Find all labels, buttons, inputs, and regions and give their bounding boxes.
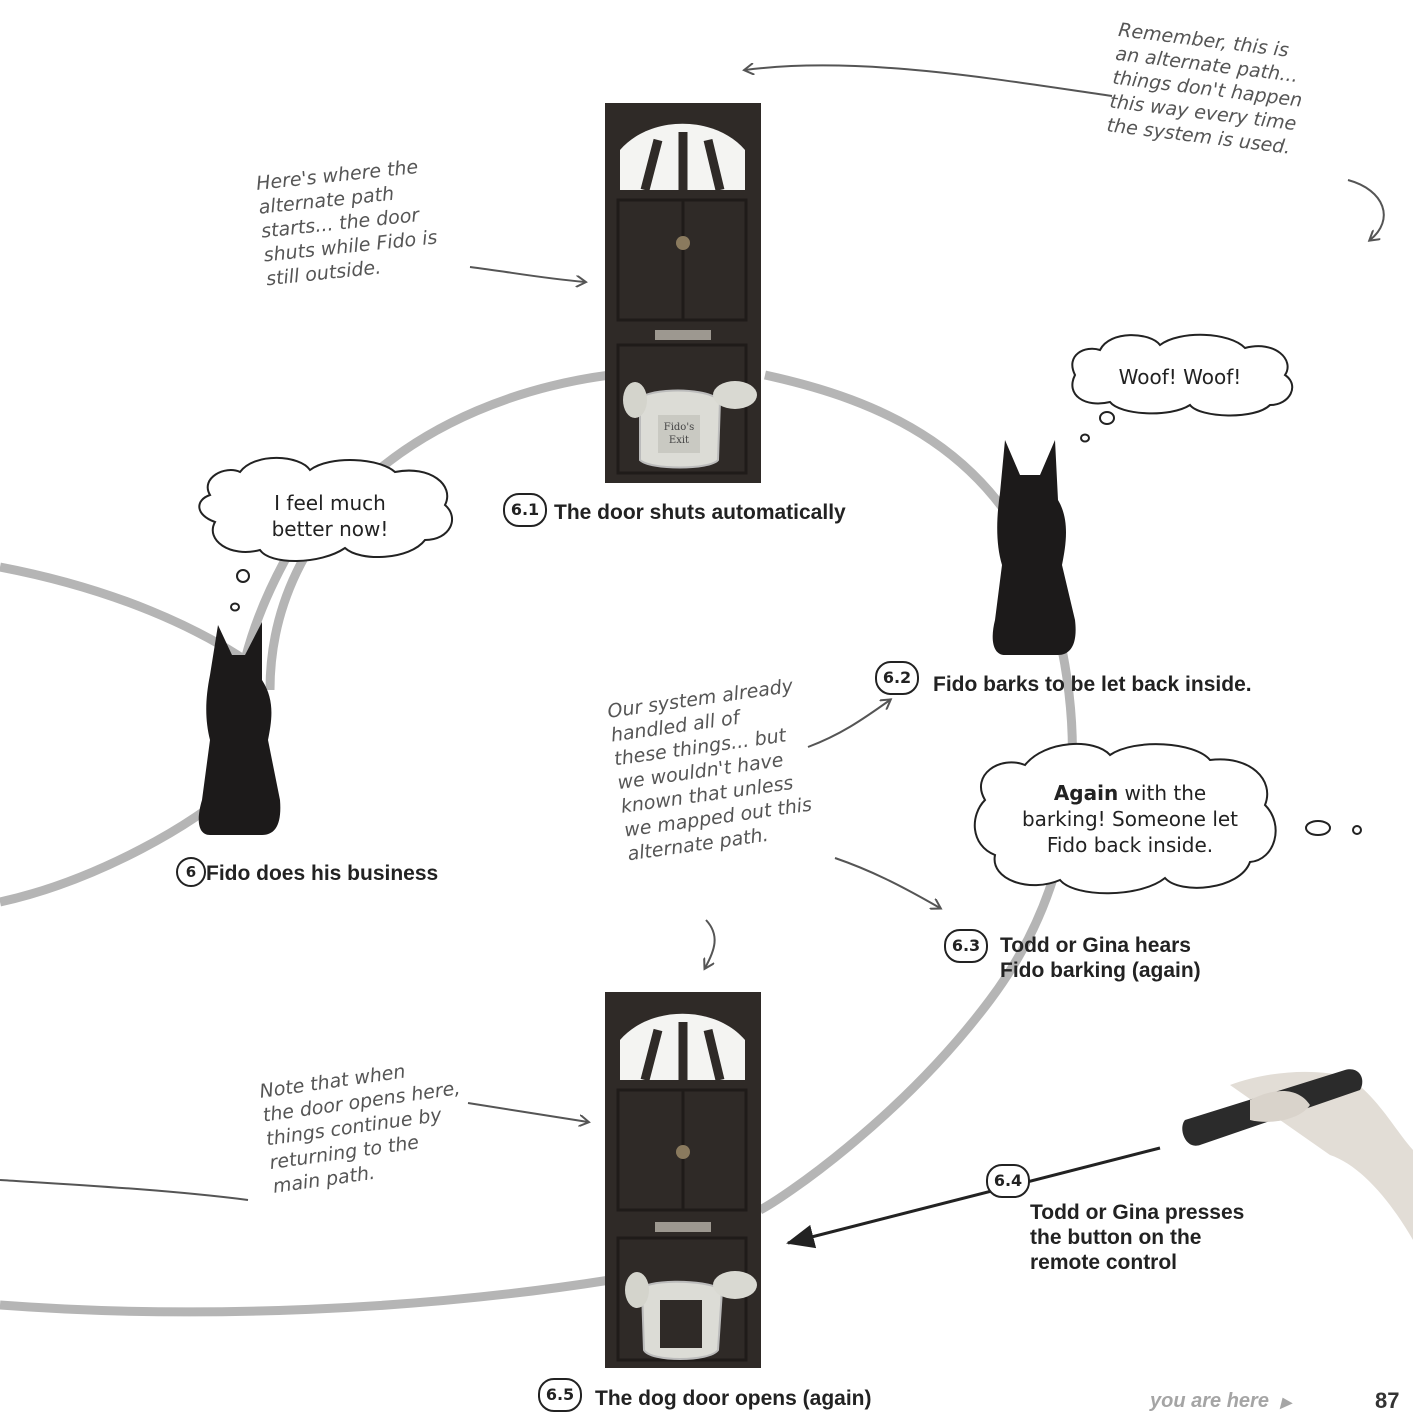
dog-fido-image [198, 622, 281, 835]
page-number: 87 [1375, 1388, 1400, 1413]
door-sign-line1: Fido's [664, 422, 694, 433]
bubble-again-text: Again with the barking! Someone let Fido… [995, 780, 1265, 858]
step-label-6-1: The door shuts automatically [554, 501, 846, 524]
bubble-better-dot-2 [230, 602, 240, 612]
you-are-here-link[interactable]: you are here ▶ [1150, 1390, 1291, 1413]
bubble-again-line-3: Fido back inside. [1046, 833, 1214, 857]
arrow-remote-to-door [786, 1146, 1161, 1249]
door-sign-line2: Exit [669, 435, 689, 446]
line-note-to-path [0, 1179, 249, 1201]
arrow-remember-to-door [745, 65, 1113, 97]
door-open-image [605, 992, 761, 1368]
arrow-remember-down [1347, 179, 1385, 240]
triangle-right-icon: ▶ [1280, 1394, 1292, 1410]
bubble-woof-shape [1071, 333, 1294, 417]
remote-control-image [1182, 1069, 1413, 1240]
arrow-note-to-door [467, 1102, 588, 1122]
bubble-again-shape [973, 742, 1277, 895]
bubble-again-dot-2 [1352, 825, 1362, 835]
step-badge-6-5: 6.5 [538, 1378, 582, 1412]
door-shut-image [605, 103, 761, 483]
step-label-6-4-line-3: remote control [1030, 1251, 1178, 1274]
step-label-6-2: Fido barks to be let back inside. [933, 673, 1252, 696]
step-badge-6-2: 6.2 [875, 661, 919, 695]
annotation-system: Our system already handled all of these … [606, 674, 817, 867]
bubble-better-dot-1 [236, 569, 250, 583]
annotation-remember: Remember, this is an alternate path... t… [1105, 18, 1309, 160]
bubble-better-text: I feel much better now! [225, 490, 435, 542]
bubble-again-dot-1 [1305, 820, 1331, 836]
step-badge-6-3: 6.3 [944, 929, 988, 963]
bubble-again-line-2: barking! Someone let [1021, 807, 1239, 831]
step-label-6-3-line-1: Todd or Gina hears [1000, 934, 1191, 957]
main-path-arc-lower [0, 1275, 611, 1317]
bubble-woof-text: Woof! Woof! [1118, 365, 1242, 389]
bubble-better-line-1: I feel much [274, 491, 386, 515]
dog-fido-barking-image [992, 440, 1076, 655]
step-label-6-5: The dog door opens (again) [595, 1387, 872, 1410]
you-are-here-text: you are here [1150, 1390, 1269, 1412]
main-path-arc-upper [0, 562, 248, 664]
annotation-here: Here's where the alternate path starts..… [255, 154, 441, 292]
bubble-again-bold: Again [1053, 781, 1119, 805]
step-label-6-3: Todd or Gina hears Fido barking (again) [1000, 933, 1201, 983]
bubble-better-line-2: better now! [271, 517, 389, 541]
step-label-6-4-line-1: Todd or Gina presses [1030, 1201, 1245, 1224]
arrow-system-down [705, 919, 716, 968]
step-label-6-4: Todd or Gina presses the button on the r… [1030, 1200, 1244, 1275]
step-label-6-4-line-2: the button on the [1030, 1226, 1202, 1249]
step-label-6-3-line-2: Fido barking (again) [1000, 959, 1201, 982]
step-badge-6-1: 6.1 [503, 493, 547, 527]
bubble-woof-dot-2 [1080, 433, 1090, 443]
bubble-better-shape [198, 456, 454, 562]
bubble-again-line-1: with the [1118, 781, 1207, 805]
arrow-here-to-door [469, 266, 585, 282]
bubble-woof-dot-1 [1099, 411, 1115, 425]
step-badge-6: 6 [176, 857, 206, 887]
arrow-system-to-6-2 [807, 700, 890, 748]
arrow-system-to-6-3 [834, 857, 940, 908]
step-label-6: Fido does his business [206, 862, 439, 885]
step-badge-6-4: 6.4 [986, 1164, 1030, 1198]
